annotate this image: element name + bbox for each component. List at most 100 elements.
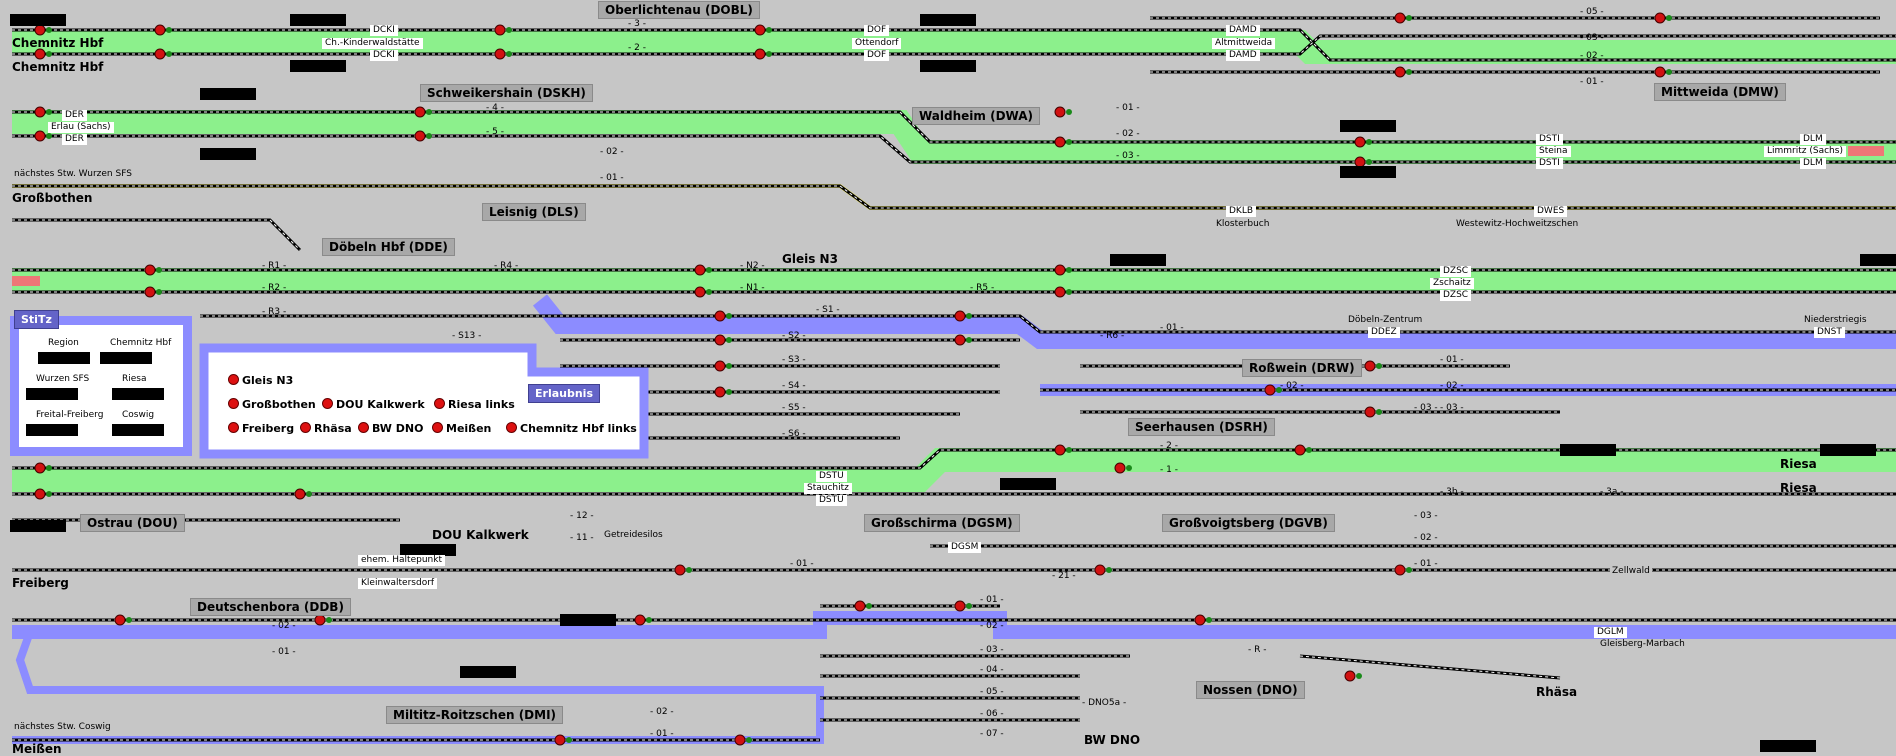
label-dwes: DWES (1534, 206, 1568, 217)
signal-42 (1094, 564, 1106, 576)
station-freiberg[interactable]: Freiberg (12, 576, 69, 590)
station-chemnitz-hbf-1[interactable]: Chemnitz Hbf (12, 36, 104, 50)
erlaubnis-item[interactable]: Freiberg (228, 422, 294, 435)
signal-22 (694, 264, 706, 276)
track-number-31: - 03 - (1440, 403, 1464, 413)
signal-aux-29 (726, 389, 732, 395)
track-number-48: - 03 - (980, 645, 1004, 655)
signal-aux-49 (1206, 617, 1212, 623)
signal-46 (634, 614, 646, 626)
station-rhasa[interactable]: Rhäsa (1536, 685, 1578, 699)
station-dou-kalkwerk[interactable]: DOU Kalkwerk (432, 528, 529, 542)
station-rosswein[interactable]: Roßwein (DRW) (1242, 359, 1362, 377)
signal-2 (154, 24, 166, 36)
stitz-counter-box[interactable] (26, 424, 78, 436)
train-number-box-5 (200, 88, 256, 100)
station-bw-dno[interactable]: BW DNO (1084, 733, 1141, 747)
signal-24 (1054, 264, 1066, 276)
station-grossbothen[interactable]: Großbothen (12, 191, 93, 205)
signal-aux-43 (1406, 567, 1412, 573)
label-kleinwaltersdorf: Kleinwaltersdorf (358, 578, 438, 589)
label-dsti-1: DSTI (1536, 134, 1563, 145)
track-number-15: - R3 - (262, 307, 286, 317)
station-doebeln-hbf[interactable]: Döbeln Hbf (DDE) (322, 238, 455, 256)
station-mittweida[interactable]: Mittweida (DMW) (1654, 83, 1786, 101)
track-number-21: - S2 - (782, 331, 806, 341)
erlaubnis-item[interactable]: Meißen (432, 422, 491, 435)
stitz-counter-box[interactable] (112, 388, 164, 400)
station-ostrau[interactable]: Ostrau (DOU) (80, 514, 185, 532)
track-number-1: - 2 - (628, 43, 646, 53)
signal-aux-11 (1666, 69, 1672, 75)
signal-aux-28 (726, 363, 732, 369)
train-number-box-6 (200, 148, 256, 160)
erlaubnis-item[interactable]: Riesa links (434, 398, 515, 411)
label-westewitz: Westewitz-Hochweitzschen (1454, 219, 1581, 230)
station-meissen[interactable]: Meißen (12, 742, 62, 756)
signal-32 (1264, 384, 1276, 396)
label-dstu-2: DSTU (816, 495, 847, 506)
erlaubnis-item[interactable]: Chemnitz Hbf links (506, 422, 637, 435)
label-zellwald: Zellwald (1610, 566, 1652, 577)
signal-aux-8 (1406, 15, 1412, 21)
signal-aux-45 (326, 617, 332, 623)
stitz-counter-box[interactable] (26, 388, 78, 400)
train-number-box-4 (920, 60, 976, 72)
station-waldheim[interactable]: Waldheim (DWA) (912, 107, 1040, 125)
signal-4 (494, 24, 506, 36)
station-leisnig[interactable]: Leisnig (DLS) (482, 203, 586, 221)
track-number-5: - 01 - (1580, 77, 1604, 87)
label-dcki-1: DCKI (370, 25, 398, 36)
signal-aux-41 (686, 567, 692, 573)
signal-aux-21 (156, 289, 162, 295)
track-number-47: - 02 - (980, 621, 1004, 631)
track-number-44: - 01 - (790, 559, 814, 569)
station-grossschirma[interactable]: Großschirma (DGSM) (864, 514, 1020, 532)
signal-12 (34, 106, 46, 118)
stitz-counter-box[interactable] (38, 352, 90, 364)
train-number-box-1 (290, 14, 346, 26)
station-chemnitz-hbf-2[interactable]: Chemnitz Hbf (12, 60, 104, 74)
signal-31 (954, 334, 966, 346)
erlaubnis-item[interactable]: Gleis N3 (228, 374, 293, 387)
station-riesa-2[interactable]: Riesa (1780, 481, 1817, 495)
station-grossvoigtsberg[interactable]: Großvoigtsberg (DGVB) (1162, 514, 1335, 532)
signal-5 (494, 48, 506, 60)
signal-aux-15 (426, 133, 432, 139)
station-riesa-1[interactable]: Riesa (1780, 457, 1817, 471)
station-nossen[interactable]: Nossen (DNO) (1196, 681, 1305, 699)
track-number-34: - 01 - (1160, 323, 1184, 333)
station-seerhausen[interactable]: Seerhausen (DSRH) (1128, 418, 1275, 436)
station-deutschenbora[interactable]: Deutschenbora (DDB) (190, 598, 351, 616)
signal-aux-39 (1126, 465, 1132, 471)
label-dof-2: DOF (864, 50, 890, 61)
erlaubnis-item[interactable]: Rhäsa (300, 422, 352, 435)
erlaubnis-item[interactable]: Großbothen (228, 398, 316, 411)
station-gleis-n3[interactable]: Gleis N3 (782, 252, 838, 266)
erlaubnis-title: Erlaubnis (528, 384, 600, 403)
track-number-57: - R - (1248, 645, 1266, 655)
erlaubnis-label: Riesa links (448, 398, 515, 411)
station-miltitz[interactable]: Miltitz-Roitzschen (DMI) (386, 706, 564, 724)
label-dsti-2: DSTI (1536, 158, 1563, 169)
stitz-counter-box[interactable] (100, 352, 152, 364)
stitz-counter-box[interactable] (112, 424, 164, 436)
track-number-11: - 02 - (1116, 129, 1140, 139)
track-number-26: - S13 - (452, 331, 481, 341)
label-stauchitz: Stauchitz (804, 483, 852, 494)
station-oberlichtenau[interactable]: Oberlichtenau (DOBL) (598, 1, 760, 19)
signal-aux-27 (726, 337, 732, 343)
train-number-box-16 (460, 666, 516, 678)
signal-17 (1054, 136, 1066, 148)
permission-signal-icon (300, 422, 311, 433)
signal-16 (1054, 106, 1066, 118)
erlaubnis-item[interactable]: BW DNO (358, 422, 423, 435)
label-dzsc-1: DZSC (1440, 266, 1472, 277)
signal-aux-40 (1306, 447, 1312, 453)
signal-34 (1364, 406, 1376, 418)
track-number-13: - R1 - (262, 261, 286, 271)
erlaubnis-item[interactable]: DOU Kalkwerk (322, 398, 425, 411)
station-schweikershain[interactable]: Schweikershain (DSKH) (420, 84, 593, 102)
train-number-box-8 (1340, 166, 1396, 178)
